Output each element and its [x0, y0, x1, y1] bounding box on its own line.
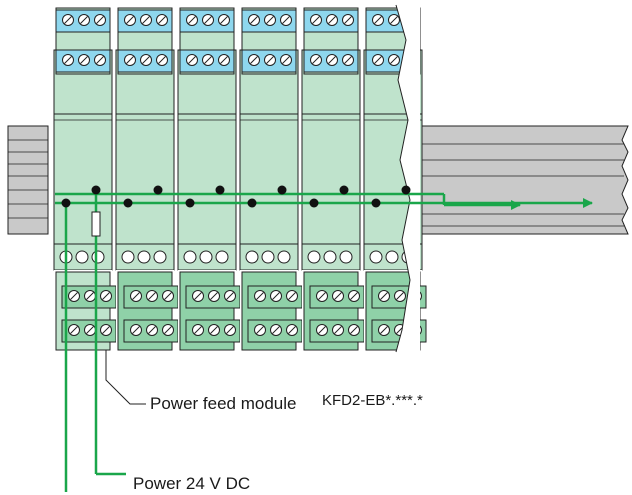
power-feed-module-label: Power feed module	[150, 394, 297, 413]
module-body	[53, 49, 113, 271]
feed-wires	[64, 194, 126, 492]
din-rail-left	[7, 125, 49, 235]
module-body	[177, 49, 237, 271]
module-4	[239, 7, 303, 351]
terminal-screw	[385, 250, 399, 264]
terminal-screw	[339, 250, 353, 264]
bus-dot-upper	[153, 185, 163, 195]
terminal-screw	[277, 250, 291, 264]
bus-dot-upper	[339, 185, 349, 195]
module-1	[53, 7, 117, 351]
module-torn-edge-line	[395, 4, 411, 353]
module-body	[301, 49, 361, 271]
terminal-screw	[183, 250, 197, 264]
terminal-screw	[199, 250, 213, 264]
terminal-screw	[153, 250, 167, 264]
terminal-screw	[215, 250, 229, 264]
feed-module-leader	[105, 350, 146, 405]
terminal-screw	[121, 250, 135, 264]
module-5	[301, 7, 365, 351]
terminal-screw	[91, 250, 105, 264]
bus-dot-lower	[123, 198, 133, 208]
module-3	[177, 7, 241, 351]
bus-dot-upper	[91, 185, 101, 195]
terminal-screw	[323, 250, 337, 264]
terminal-screw	[261, 250, 275, 264]
din-rail-right	[397, 125, 629, 235]
bus-dot-lower	[309, 198, 319, 208]
bus-dot-lower	[61, 198, 71, 208]
module-row	[53, 7, 427, 351]
bus-dot-upper	[277, 185, 287, 195]
power-supply-label: Power 24 V DC	[133, 474, 251, 493]
module-body	[239, 49, 299, 271]
bus-connection-dots	[61, 185, 411, 208]
terminal-screw	[137, 250, 151, 264]
terminal-screw	[307, 250, 321, 264]
bus-dot-lower	[247, 198, 257, 208]
bus-dot-upper	[401, 185, 411, 195]
module-2	[115, 7, 179, 351]
bus-dot-lower	[371, 198, 381, 208]
module-code-label: KFD2-EB*.***.*	[322, 392, 423, 409]
bus-dot-upper	[215, 185, 225, 195]
power-bus	[55, 192, 593, 210]
terminal-screw	[369, 250, 383, 264]
terminal-screw	[75, 250, 89, 264]
module-body	[115, 49, 175, 271]
module-torn-edge	[396, 5, 420, 352]
terminal-screw	[245, 250, 259, 264]
fuse-icon	[91, 211, 101, 237]
bus-dot-lower	[185, 198, 195, 208]
